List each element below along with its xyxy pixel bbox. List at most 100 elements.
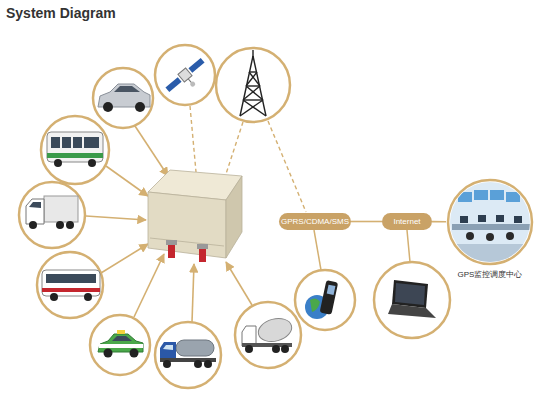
- satellite-icon-part: [189, 81, 196, 88]
- tower-icon-part: [246, 86, 263, 100]
- connector-line: [432, 221, 446, 223]
- tower-icon: [240, 50, 266, 116]
- phone-icon: [305, 280, 338, 319]
- car-icon-part: [103, 102, 113, 112]
- taxi-icon: [98, 330, 143, 358]
- taxi-icon-part: [117, 330, 125, 334]
- gps-device-part: [148, 192, 226, 258]
- vehicle-arrows: [86, 126, 252, 322]
- control-room-part: [514, 216, 522, 223]
- vehicle-circles-part: [155, 45, 215, 105]
- coach-icon-part: [42, 270, 100, 296]
- vehicle-circles-part: [235, 302, 301, 368]
- tower-icon-part: [240, 100, 263, 116]
- coach-icon: [42, 270, 100, 301]
- tower-icon-part: [243, 100, 266, 116]
- mixer-icon-part: [272, 345, 280, 353]
- control-room-part: [506, 232, 514, 240]
- truck-icon-part: [44, 196, 78, 222]
- satellite-icon-part: [165, 77, 181, 92]
- mixer-icon: [242, 315, 294, 353]
- device-links-part: [407, 230, 410, 262]
- node-label: Internet: [393, 217, 420, 226]
- mixer-icon-part: [256, 315, 295, 345]
- truck-icon: [26, 196, 78, 229]
- control-room-part: [486, 233, 494, 241]
- satellite-icon-part: [178, 68, 192, 82]
- truck-icon-part: [26, 199, 44, 224]
- network-pill: GPRS/CDMA/SMS: [279, 213, 351, 230]
- control-room-part: [474, 190, 488, 200]
- wireless-links-part: [225, 122, 243, 177]
- truck-icon-part: [29, 202, 41, 208]
- phone-icon-part: [320, 280, 339, 315]
- tanker-icon-part: [194, 360, 202, 368]
- truck-icon-part: [66, 221, 74, 229]
- vehicle-circles-part: [93, 68, 153, 128]
- network-pill: Internet: [382, 213, 432, 230]
- truck-icon-part: [56, 221, 64, 229]
- circle-outline: [446, 178, 534, 266]
- mixer-icon-part: [281, 345, 289, 353]
- wireless-links-part: [268, 121, 306, 212]
- tanker-icon-part: [204, 360, 212, 368]
- tower-icon-part: [243, 86, 260, 100]
- control-room-part: [452, 224, 532, 230]
- laptop-icon-part: [388, 304, 436, 318]
- coach-icon-part: [46, 274, 96, 283]
- vehicle-circles-part: [374, 262, 450, 338]
- vehicle-circles-part: [19, 182, 85, 248]
- bus-icon-part: [62, 137, 71, 148]
- mixer-icon-part: [245, 345, 253, 353]
- bus-icon-part: [54, 159, 62, 167]
- tower-icon-part: [246, 85, 260, 86]
- car-icon-part: [114, 86, 140, 92]
- control-room-part: [506, 192, 520, 202]
- laptop-icon: [388, 280, 436, 318]
- vehicle-circles-part: [90, 315, 150, 375]
- truck-icon-part: [29, 221, 37, 229]
- car-icon: [98, 84, 150, 112]
- gps-device-part: [168, 244, 175, 258]
- wireless-links-part: [190, 106, 196, 172]
- car-icon-part: [135, 102, 145, 112]
- vehicle-arrows-part: [101, 244, 148, 273]
- vehicle-circles-part: [216, 48, 290, 122]
- tanker-icon-part: [163, 360, 171, 368]
- node-caption: GPS监控调度中心: [434, 269, 535, 280]
- control-room-part: [490, 190, 504, 200]
- control-room-part: [466, 232, 474, 240]
- circle-outline-ring: [448, 180, 532, 264]
- phone-icon-part: [327, 285, 336, 295]
- coach-icon-part: [84, 293, 92, 301]
- control-room: [448, 180, 534, 266]
- tanker-icon-part: [163, 345, 173, 350]
- vehicle-circles-part: [155, 322, 221, 388]
- gps-device: [148, 170, 242, 262]
- vehicle-arrows-part: [192, 264, 194, 322]
- tanker-icon-part: [176, 340, 214, 356]
- laptop-icon-part: [392, 280, 428, 308]
- control-room-part: [478, 215, 486, 222]
- bus-icon-part: [47, 153, 103, 158]
- bus-icon-part: [73, 137, 82, 148]
- node-label: GPRS/CDMA/SMS: [281, 217, 349, 226]
- phone-icon-part: [310, 298, 320, 312]
- control-center-circle: GPS监控调度中心: [446, 178, 534, 266]
- diagram-title: System Diagram: [6, 5, 116, 21]
- gps-device-part: [197, 244, 208, 249]
- taxi-icon-part: [99, 344, 143, 348]
- coach-icon-part: [42, 288, 100, 292]
- gps-device-part: [150, 238, 224, 246]
- device-links-part: [314, 230, 321, 270]
- bus-icon-part: [84, 137, 99, 148]
- tanker-icon: [160, 340, 216, 368]
- gps-device-part: [166, 240, 177, 245]
- coach-icon-part: [50, 293, 58, 301]
- laptop-icon-part: [395, 283, 425, 305]
- tower-icon-part: [246, 72, 257, 86]
- vehicle-arrows-part: [86, 216, 146, 220]
